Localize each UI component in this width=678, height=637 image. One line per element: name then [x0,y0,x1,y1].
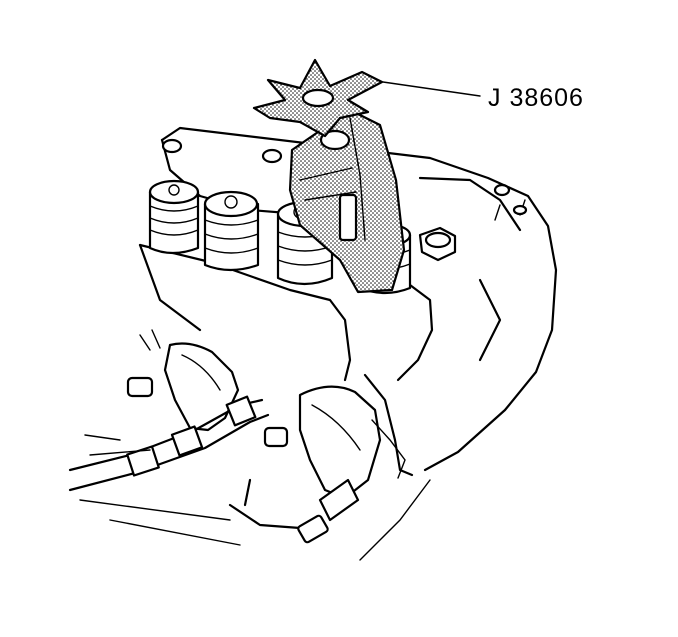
engine-block-lower [79,434,431,561]
spring-compressor-tool [288,108,406,294]
fuel-fitting-right [297,419,406,544]
injector-right [263,385,382,500]
valve-spring-2 [203,190,260,272]
valve-spring-1 [148,179,200,255]
tool-label-j38606: J 38606 [488,84,584,112]
injector-left [126,329,240,432]
head-bolt-far-right [493,183,528,216]
callout-leader-line [382,81,481,97]
fuel-line-left [68,395,270,492]
tool-star-handle [252,58,384,138]
head-bolt-rear [261,148,283,164]
head-bolt-left [161,138,183,154]
head-bolt-right-nut [418,226,457,262]
